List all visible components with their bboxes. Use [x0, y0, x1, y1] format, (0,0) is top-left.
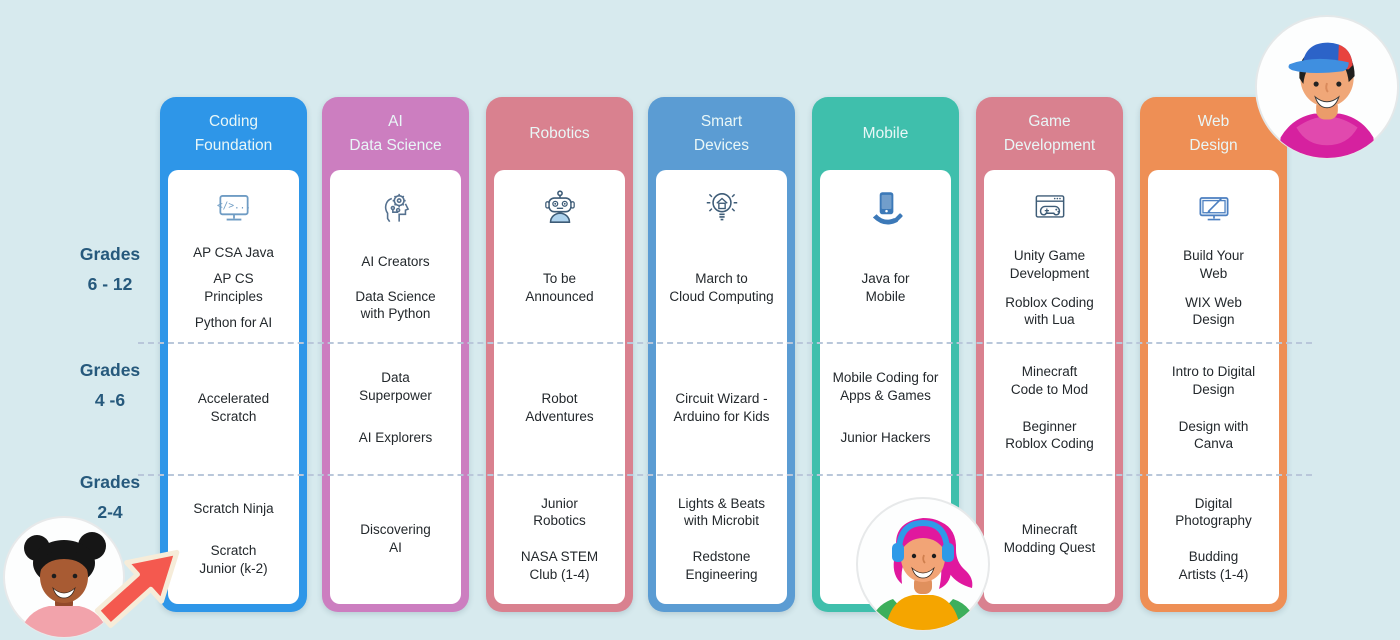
course-item-scratch-ninja: Scratch Ninja: [193, 501, 274, 517]
grade-band-1: Accelerated Scratch: [168, 342, 299, 474]
course-item-ap-cs-principles: AP CS Principles: [204, 271, 263, 304]
course-item-build-your-web: Build Your Web: [1183, 248, 1244, 281]
column-title: Robotics: [529, 124, 590, 142]
course-item-roblox-coding-with-lua: Roblox Coding with Lua: [1005, 294, 1094, 328]
course-item-data-science-with-python: Data Science with Python: [355, 288, 436, 322]
course-item-unity-game-development: Unity Game Development: [1009, 248, 1090, 281]
course-item-lights-beats-with-microbit: Lights & Beats with Microbit: [677, 495, 766, 529]
red-arrow-icon: [86, 524, 218, 640]
course-item-intro-to-digital-design: Intro to Digital Design: [1171, 364, 1256, 397]
course-item-beginner-roblox-coding: Beginner Roblox Coding: [1005, 418, 1094, 452]
grade-band-1: Robot Adventures: [494, 342, 625, 474]
course-item-mobile-coding-for-apps-games: Mobile Coding for Apps & Games: [832, 370, 939, 403]
course-item-junior-robotics: Junior Robotics: [533, 495, 586, 529]
grade-band-0: To be Announced: [494, 170, 625, 342]
course-item-wix-web-design: WIX Web Design: [1185, 294, 1242, 328]
course-item-accelerated-scratch: Accelerated Scratch: [197, 391, 270, 424]
course-item-redstone-engineering: Redstone Engineering: [685, 549, 758, 582]
column-title: Game Development: [1003, 113, 1096, 154]
robot-icon: [494, 170, 625, 234]
code-monitor-icon: </>...: [168, 170, 299, 234]
course-item-to-be-announced: To be Announced: [525, 271, 594, 304]
column-title: AI Data Science: [349, 113, 442, 154]
course-item-scratch-junior-k-2: Scratch Junior (k-2): [199, 543, 268, 576]
course-item-minecraft-modding-quest: Minecraft Modding Quest: [1003, 522, 1096, 555]
course-item-python-for-ai: Python for AI: [194, 315, 273, 330]
game-window-icon: [984, 170, 1115, 234]
grade-band-2: Minecraft Modding Quest: [984, 474, 1115, 604]
grade-band-1: Data Superpower AI Explorers: [330, 342, 461, 474]
course-item-ai-creators: AI Creators: [361, 254, 430, 270]
grade-band-label-4-6: Grades 4 -6: [79, 360, 141, 410]
course-item-robot-adventures: Robot Adventures: [525, 391, 594, 424]
course-item-design-with-canva: Design with Canva: [1178, 418, 1249, 452]
grade-divider-line-top: [138, 342, 1312, 344]
course-item-ai-explorers: AI Explorers: [358, 430, 433, 446]
boy-cap-avatar: [1253, 13, 1400, 166]
grade-divider-line-bottom: [138, 474, 1312, 476]
column-title: Web Design: [1189, 113, 1238, 154]
course-item-junior-hackers: Junior Hackers: [840, 430, 931, 446]
grade-band-label-2-4: Grades 2-4: [79, 472, 141, 522]
ai-head-gears-icon: [330, 170, 461, 234]
course-item-ap-csa-java: AP CSA Java: [193, 245, 274, 261]
grade-band-0: March to Cloud Computing: [656, 170, 787, 342]
column-title: Coding Foundation: [194, 113, 273, 154]
svg-text:</>...: </>...: [216, 201, 250, 212]
girl-buns-avatar: [2, 515, 126, 640]
phone-hand-icon: [820, 170, 951, 234]
course-item-digital-photography: Digital Photography: [1175, 495, 1252, 529]
smart-bulb-home-icon: [656, 170, 787, 234]
course-item-minecraft-code-to-mod: Minecraft Code to Mod: [1010, 364, 1089, 397]
grade-band-2: Discovering AI: [330, 474, 461, 604]
grade-band-0: Java for Mobile: [820, 170, 951, 342]
girl-headphones-avatar: [855, 496, 992, 638]
course-item-nasa-stem-club-1-4: NASA STEM Club (1-4): [520, 549, 599, 582]
course-item-budding-artists-1-4: Budding Artists (1-4): [1178, 549, 1249, 582]
grade-band-1: Circuit Wizard - Arduino for Kids: [656, 342, 787, 474]
grade-band-label-6-12: Grades 6 - 12: [79, 244, 141, 294]
column-title: Smart Devices: [693, 113, 750, 154]
course-item-march-to-cloud-computing: March to Cloud Computing: [669, 271, 774, 304]
course-item-discovering-ai: Discovering AI: [360, 522, 431, 555]
category-column-coding-foundation: Coding Foundation </>... AP CSA Java AP CS …: [160, 97, 307, 612]
course-item-java-for-mobile: Java for Mobile: [861, 271, 910, 304]
course-item-data-superpower: Data Superpower: [359, 370, 432, 403]
course-item-circuit-wizard-arduino-for-kids: Circuit Wizard - Arduino for Kids: [673, 391, 770, 424]
column-title: Mobile: [862, 124, 909, 142]
design-monitor-icon: [1148, 170, 1279, 234]
